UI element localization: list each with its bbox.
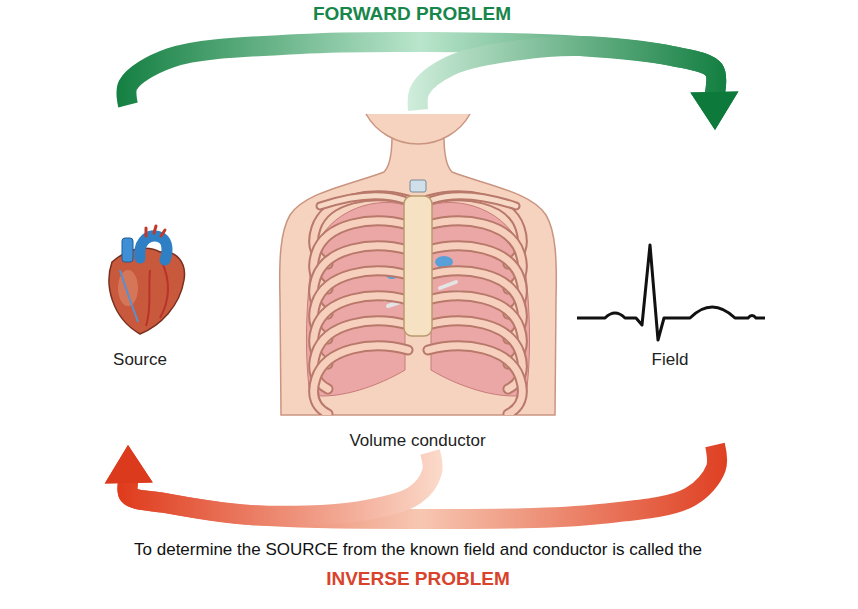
sternum xyxy=(404,196,432,336)
heart-body xyxy=(109,248,184,334)
forward-arrow xyxy=(126,42,738,130)
arteries xyxy=(146,226,165,236)
clavicle xyxy=(432,196,516,206)
field-node: Field xyxy=(570,130,770,445)
forward-branch-arrow xyxy=(418,46,739,130)
node-caption: Source xyxy=(113,350,167,370)
trachea xyxy=(410,180,426,192)
label-slot: FORWARD PROBLEM xyxy=(313,3,511,25)
vena-cava xyxy=(122,238,133,262)
arrow-head xyxy=(105,445,153,483)
node-caption: Volume conductor xyxy=(349,431,485,451)
arrow-head xyxy=(690,92,738,130)
inverse-arrow xyxy=(105,445,717,519)
arrow-band xyxy=(418,46,716,110)
aorta xyxy=(140,236,167,260)
node-caption: Field xyxy=(652,350,689,370)
torso-skin xyxy=(280,136,557,415)
arrow-band xyxy=(127,452,432,516)
clavicle xyxy=(320,196,404,206)
rib xyxy=(428,346,522,414)
ribs-right xyxy=(428,196,522,414)
ecg-trace xyxy=(577,245,765,340)
rib-cage xyxy=(306,196,529,414)
forward-problem-title: FORWARD PROBLEM xyxy=(313,3,511,25)
coronary xyxy=(120,270,138,322)
inverse-problem-title: INVERSE PROBLEM xyxy=(326,568,510,590)
inverse-branch-arrow xyxy=(105,445,433,516)
ribs-left xyxy=(314,196,408,414)
heart-illustration xyxy=(109,226,184,334)
rib xyxy=(314,346,408,414)
arrow-head xyxy=(105,445,153,483)
source-node: Source xyxy=(90,105,190,445)
explanation-sentence: To determine the SOURCE from the known f… xyxy=(134,540,702,560)
label-slot: INVERSE PROBLEM xyxy=(326,568,510,590)
jaw-line xyxy=(366,114,470,144)
volume-conductor-node: Volume conductor xyxy=(275,110,560,452)
clavicle xyxy=(320,196,404,206)
chin xyxy=(366,114,470,144)
arrow-head xyxy=(690,92,738,130)
coronary xyxy=(146,262,168,326)
label-slot: To determine the SOURCE from the known f… xyxy=(134,540,702,560)
clavicle xyxy=(432,196,516,206)
arrow-band xyxy=(127,445,717,519)
